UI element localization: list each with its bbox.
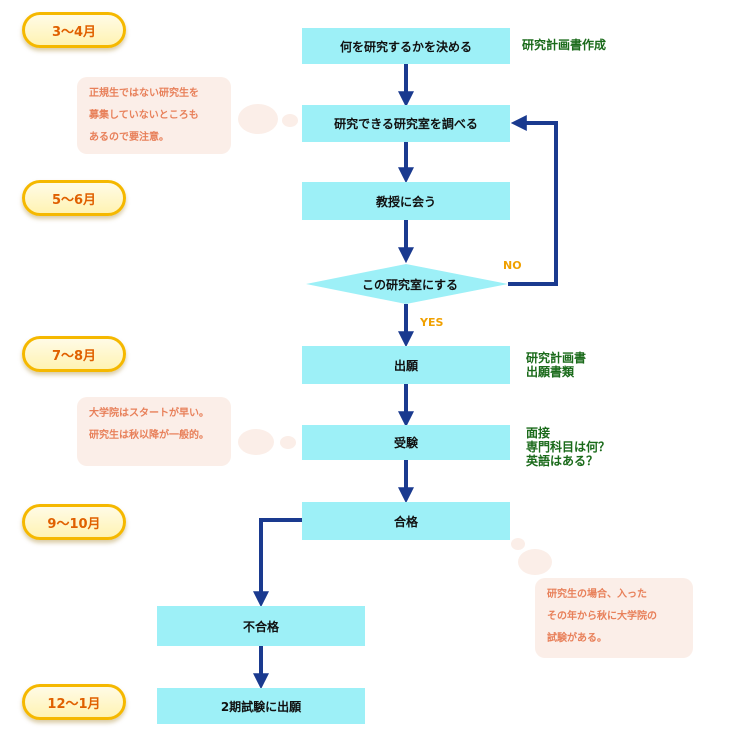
step-meet-professor: 教授に会う (302, 182, 510, 220)
bubble-research-student-warning: 正規生ではない研究生を 募集していないところも あるので要注意。 (77, 77, 231, 154)
step-research-labs: 研究できる研究室を調べる (302, 105, 510, 142)
label-yes: YES (420, 316, 444, 329)
step-second-apply: 2期試験に出願 (157, 688, 365, 724)
step-fail: 不合格 (157, 606, 365, 646)
note-plan: 研究計画書作成 (522, 38, 607, 52)
note-interview: 面接 専門科目は何？ 英語はある？ (526, 426, 611, 468)
label-no: NO (503, 259, 522, 272)
month-badge-jul-aug: 7〜8月 (22, 336, 126, 372)
bubble-early-graduate: 大学院はスタートが早い。 研究生は秋以降が一般的。 (77, 397, 231, 466)
bubble-dot (280, 436, 296, 449)
bubble-dot (238, 429, 274, 455)
step-decision: この研究室にする (361, 277, 459, 292)
step-decide-topic: 何を研究するかを決める (302, 28, 510, 64)
bubble-research-student-case: 研究生の場合、入った その年から秋に大学院の 試験がある。 (535, 578, 693, 658)
bubble-dot (518, 549, 552, 575)
arrow-pass-to-fail (253, 518, 302, 608)
step-pass: 合格 (302, 502, 510, 540)
arrow-no-loop (508, 115, 558, 286)
note-documents: 研究計画書 出願書類 (526, 351, 587, 379)
month-badge-dec-jan: 12〜1月 (22, 684, 126, 720)
bubble-dot (511, 538, 525, 550)
month-badge-sep-oct: 9〜10月 (22, 504, 126, 540)
step-apply: 出願 (302, 346, 510, 384)
bubble-dot (282, 114, 298, 127)
decision-diamond (306, 264, 508, 304)
month-badge-mar-apr: 3〜4月 (22, 12, 126, 48)
month-badge-may-jun: 5〜6月 (22, 180, 126, 216)
step-exam: 受験 (302, 425, 510, 460)
bubble-dot (238, 104, 278, 134)
